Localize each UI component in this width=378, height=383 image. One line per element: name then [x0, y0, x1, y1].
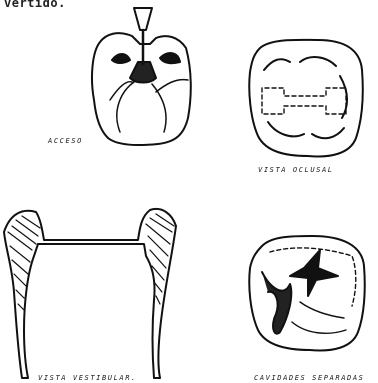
label-vista-oclusal: VISTA OCLUSAL	[258, 166, 334, 174]
label-vista-vestibular: VISTA VESTIBULAR.	[38, 374, 137, 382]
label-acceso: ACCESO	[48, 137, 83, 145]
acceso-tooth-drawing	[92, 8, 191, 145]
vista-vestibular-drawing	[4, 209, 176, 378]
cavidades-separadas-drawing	[249, 236, 364, 350]
vista-oclusal-drawing	[249, 40, 362, 157]
label-cavidades-separadas: CAVIDADES SEPARADAS	[254, 374, 364, 382]
